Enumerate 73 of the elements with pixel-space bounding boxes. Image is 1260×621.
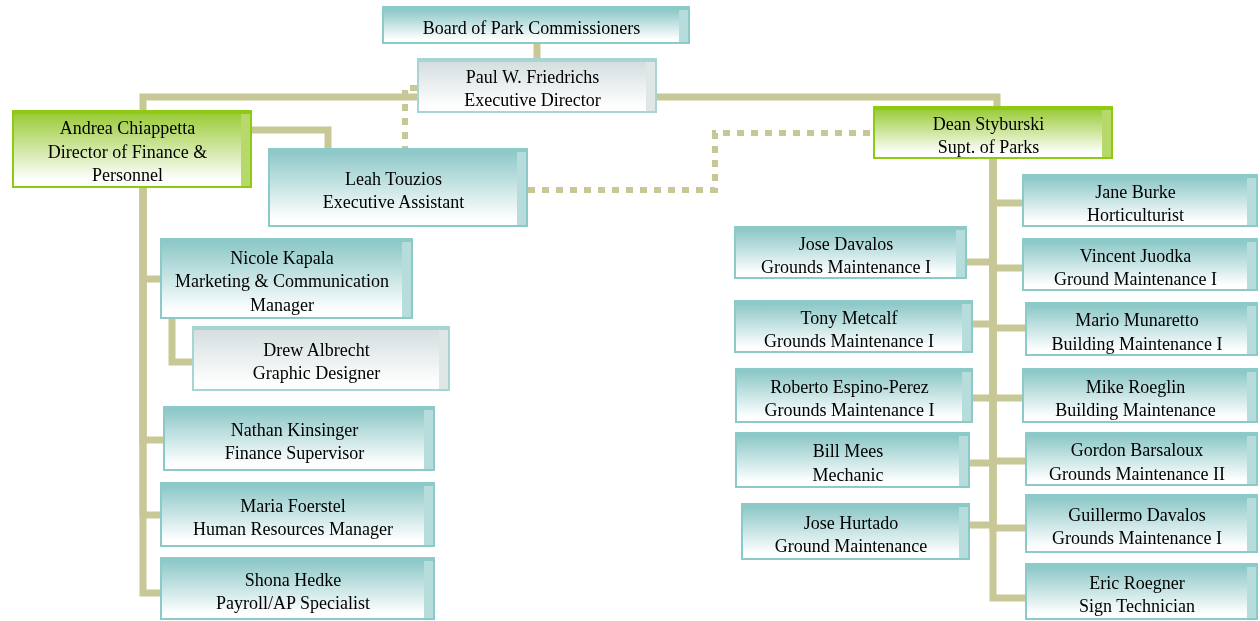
job-title: Human Resources Manager <box>193 518 393 541</box>
org-chart-box <box>12 110 252 188</box>
job-title: Grounds Maintenance I <box>764 399 935 422</box>
person-name: Tony Metcalf <box>800 306 898 330</box>
person-name: Jane Burke <box>1095 180 1176 204</box>
org-chart-box <box>734 226 967 279</box>
dotted-connector <box>402 85 417 148</box>
person-name: Jose Davalos <box>798 232 894 256</box>
job-title: Executive Director <box>464 89 601 112</box>
job-title: Grounds Maintenance I <box>761 256 931 279</box>
org-chart-box <box>160 482 435 547</box>
org-chart-box <box>192 326 450 391</box>
person-name: Roberto Espino-Perez <box>770 375 929 399</box>
person-name: Dean Styburski <box>932 112 1045 136</box>
org-chart-box <box>741 503 970 560</box>
job-title: Supt. of Parks <box>937 136 1040 159</box>
job-title: Mechanic <box>812 463 884 487</box>
org-chart-box <box>268 148 528 227</box>
job-title: Graphic Designer <box>252 362 381 385</box>
person-name: Mario Munaretto <box>1075 309 1199 333</box>
person-name: Maria Foerstel <box>240 494 346 518</box>
org-chart-box <box>1025 302 1258 356</box>
box-label: Board of Park Commissioners <box>422 16 641 40</box>
org-chart-box <box>1022 238 1258 291</box>
job-title: Director of Finance & Personnel <box>46 140 209 188</box>
org-chart-box <box>873 106 1113 159</box>
job-title: Ground Maintenance I <box>1054 268 1217 291</box>
org-chart-box <box>417 58 657 113</box>
person-name: Drew Albrecht <box>263 338 370 362</box>
person-name: Bill Mees <box>812 440 884 464</box>
org-chart-box <box>1022 368 1258 423</box>
person-name: Vincent Juodka <box>1079 244 1192 268</box>
connector-line <box>533 44 541 58</box>
person-name: Eric Roegner <box>1089 571 1185 595</box>
job-title: Grounds Maintenance II <box>1049 462 1225 486</box>
dotted-connector <box>528 130 873 193</box>
job-title: Sign Technician <box>1079 595 1195 618</box>
job-title: Finance Supervisor <box>224 442 365 465</box>
connector-line <box>139 93 417 110</box>
job-title: Grounds Maintenance I <box>764 330 934 353</box>
person-name: Mike Roeglin <box>1085 375 1186 399</box>
org-chart-box <box>734 300 973 353</box>
connector-line <box>139 188 160 597</box>
org-chart-box <box>1025 563 1258 620</box>
job-title: Building Maintenance <box>1055 399 1216 422</box>
org-chart-box <box>163 406 435 471</box>
job-title: Executive Assistant <box>322 191 465 214</box>
org-chart-box <box>382 6 690 44</box>
person-name: Paul W. Friedrichs <box>465 65 600 89</box>
person-name: Andrea Chiappetta <box>59 117 196 141</box>
person-name: Guillermo Davalos <box>1068 503 1206 527</box>
person-name: Gordon Barsaloux <box>1070 439 1204 463</box>
job-title: Payroll/AP Specialist <box>216 592 370 615</box>
connector-line <box>168 319 192 366</box>
org-chart-box <box>1025 432 1258 486</box>
person-name: Nicole Kapala <box>230 246 334 270</box>
org-chart-box <box>1022 174 1258 227</box>
org-chart-box <box>160 557 435 620</box>
connector-line <box>252 126 332 148</box>
org-chart-box <box>735 432 970 488</box>
person-name: Jose Hurtado <box>803 511 899 535</box>
job-title: Horticulturist <box>1087 204 1184 227</box>
org-chart-box <box>735 368 973 423</box>
connector-line <box>657 93 1001 106</box>
org-chart-box <box>160 238 413 319</box>
person-name: Nathan Kinsinger <box>230 418 359 442</box>
job-title: Grounds Maintenance I <box>1052 527 1222 550</box>
job-title: Ground Maintenance <box>774 535 928 558</box>
job-title: Building Maintenance I <box>1051 332 1223 356</box>
org-chart-box <box>1025 494 1258 553</box>
person-name: Shona Hedke <box>244 568 342 592</box>
job-title: Marketing & Communication Manager <box>174 270 390 317</box>
person-name: Leah Touzios <box>345 167 442 191</box>
